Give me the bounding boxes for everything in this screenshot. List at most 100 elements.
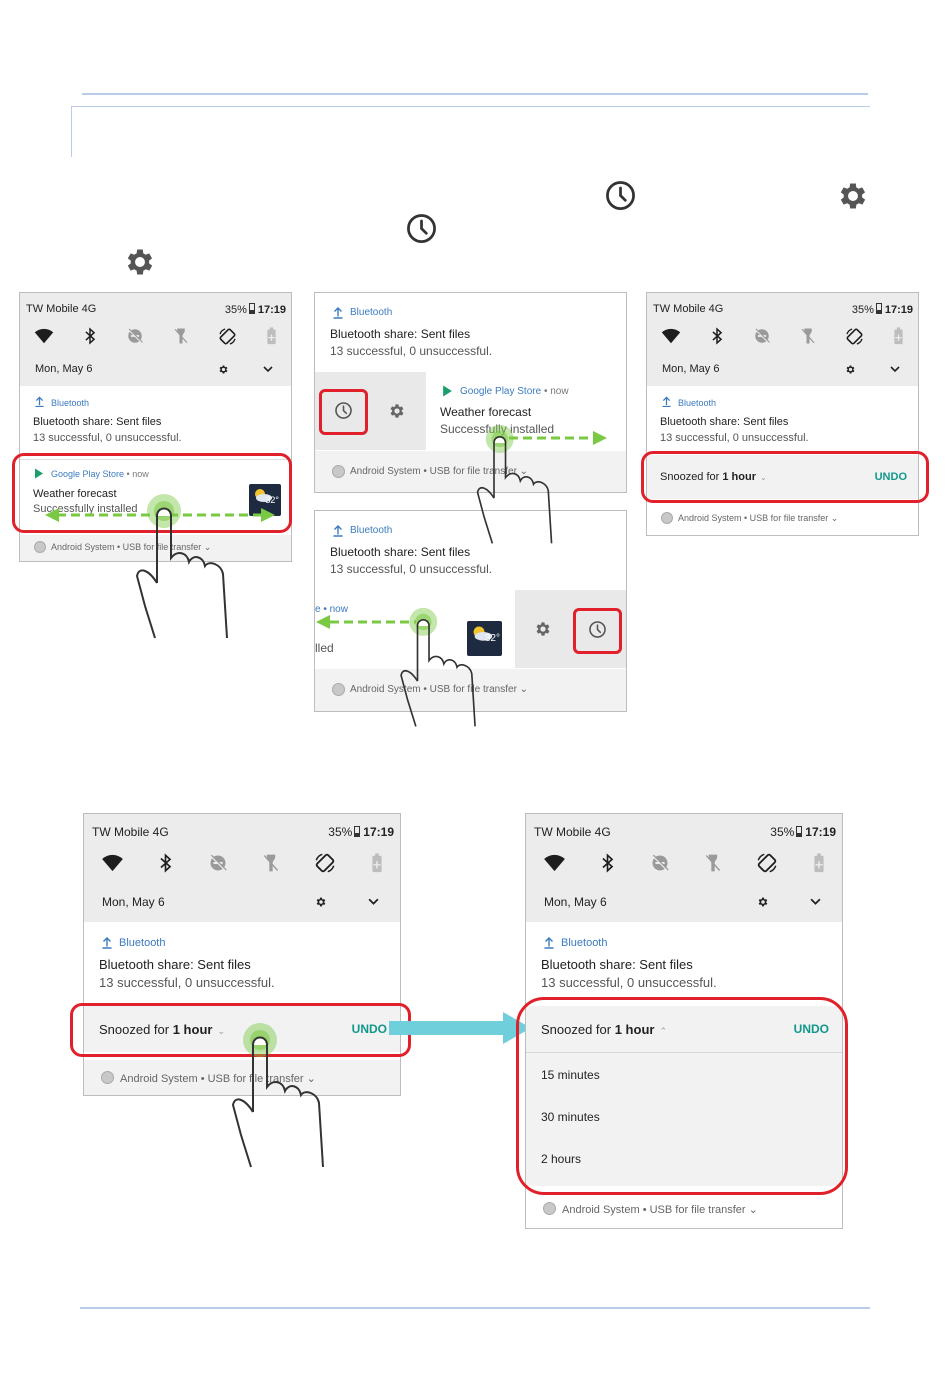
android-system-notification[interactable]: Android System • USB for file transfer ⌄ (647, 503, 918, 535)
snooze-text[interactable]: Snoozed for 1 hour⌃ (541, 1022, 667, 1037)
bluetooth-notification[interactable]: Bluetooth Bluetooth share: Sent files 13… (526, 923, 842, 998)
snooze-bar-expanded[interactable]: Snoozed for 1 hour⌃ UNDO (526, 1006, 842, 1053)
revealed-actions (515, 590, 626, 668)
revealed-actions (315, 372, 426, 450)
android-system-icon (34, 541, 46, 553)
gear-icon[interactable] (757, 896, 769, 908)
screen-snooze-tap: TW Mobile 4G 35%17:19 Mon, May 6 Bluetoo… (83, 813, 401, 1096)
bluetooth-icon[interactable] (83, 327, 97, 345)
gear-icon (127, 249, 153, 275)
bluetooth-notification[interactable]: Bluetooth Bluetooth share: Sent files 13… (315, 511, 626, 589)
battery-icon (248, 303, 255, 314)
play-store-notification-partial[interactable]: e • now lled 32° (315, 590, 515, 668)
notification-app-name: Bluetooth (350, 307, 393, 318)
bluetooth-notification[interactable]: Bluetooth Bluetooth share: Sent files 13… (315, 293, 626, 371)
dnd-icon[interactable] (753, 327, 771, 345)
undo-button[interactable]: UNDO (351, 1022, 387, 1036)
date-row: Mon, May 6 (647, 359, 918, 379)
chevron-down-icon[interactable] (890, 366, 900, 373)
wifi-icon[interactable] (101, 854, 124, 872)
android-system-notification[interactable]: Android System • USB for file transfer ⌄ (315, 451, 626, 492)
clock-time: 17:19 (257, 304, 286, 316)
wifi-icon[interactable] (661, 328, 681, 344)
hand-gesture-icon (476, 424, 553, 544)
android-system-notification[interactable]: Android System • USB for file transfer ⌄ (315, 669, 626, 711)
date-row: Mon, May 6 (526, 890, 842, 914)
snooze-option-label: 15 minutes (541, 1068, 600, 1082)
notification-time: • now (124, 469, 149, 479)
snooze-text[interactable]: Snoozed for 1 hour⌄ (99, 1022, 225, 1037)
flashlight-icon[interactable] (173, 327, 189, 345)
notification-app-name: Bluetooth (678, 398, 717, 408)
gear-icon[interactable] (845, 364, 856, 375)
swipe-arrow-right (495, 431, 607, 445)
bluetooth-icon[interactable] (600, 853, 615, 873)
upload-icon (333, 307, 343, 319)
auto-rotate-icon[interactable] (218, 327, 237, 346)
chevron-down-icon[interactable] (810, 898, 821, 906)
battery-saver-icon[interactable] (893, 327, 904, 345)
android-system-notification[interactable]: Android System • USB for file transfer ⌄ (526, 1193, 842, 1228)
bluetooth-icon[interactable] (158, 853, 173, 873)
snooze-option[interactable]: 15 minutes (526, 1053, 842, 1095)
battery-icon (796, 826, 803, 837)
chevron-down-icon[interactable] (263, 366, 273, 373)
status-right: 35%17:19 (770, 825, 836, 839)
notification-app-name: Google Play Store (51, 469, 125, 479)
snooze-bar[interactable]: Snoozed for 1 hour⌄ UNDO (647, 455, 918, 499)
dnd-icon[interactable] (208, 853, 228, 873)
notification-app-line: Google Play Store • now (460, 386, 569, 397)
date-row: Mon, May 6 (20, 359, 291, 379)
flashlight-icon[interactable] (800, 327, 816, 345)
gear-icon[interactable] (218, 364, 229, 375)
gear-icon[interactable] (315, 896, 327, 908)
bluetooth-notification[interactable]: Bluetooth Bluetooth share: Sent files 13… (647, 387, 918, 451)
quick-settings-icons (20, 326, 291, 346)
snooze-option[interactable]: 30 minutes (526, 1095, 842, 1137)
date-row: Mon, May 6 (84, 890, 400, 914)
quick-settings-icons (526, 852, 842, 874)
gear-icon[interactable] (534, 620, 552, 638)
screen-snoozed: TW Mobile 4G 35%17:19 Mon, May 6 Bluetoo… (646, 292, 919, 536)
quick-settings-icons (647, 326, 918, 346)
flashlight-icon[interactable] (262, 853, 280, 873)
notification-title: Bluetooth share: Sent files (33, 416, 162, 428)
android-system-label: Android System • USB for file transfer ⌄ (562, 1204, 758, 1216)
battery-saver-icon[interactable] (371, 853, 383, 873)
bluetooth-notification[interactable]: Bluetooth Bluetooth share: Sent files 13… (84, 923, 400, 998)
flow-arrow (389, 1012, 531, 1044)
snooze-bar[interactable]: Snoozed for 1 hour⌄ UNDO (84, 1006, 400, 1052)
clock-icon[interactable] (334, 401, 353, 420)
flashlight-icon[interactable] (704, 853, 722, 873)
chevron-down-icon[interactable] (368, 898, 379, 906)
bluetooth-notification[interactable]: Bluetooth Bluetooth share: Sent files 13… (20, 387, 291, 451)
android-system-label: Android System • USB for file transfer ⌄ (678, 513, 839, 523)
notification-body: 13 successful, 0 unsuccessful. (99, 975, 275, 990)
clock-icon[interactable] (588, 620, 607, 639)
notification-body: 13 successful, 0 unsuccessful. (330, 344, 493, 358)
gear-icon[interactable] (388, 402, 406, 420)
auto-rotate-icon[interactable] (314, 852, 336, 874)
dnd-icon[interactable] (126, 327, 144, 345)
notification-title: Weather forecast (33, 488, 117, 500)
battery-saver-icon[interactable] (266, 327, 277, 345)
wifi-icon[interactable] (34, 328, 54, 344)
auto-rotate-icon[interactable] (845, 327, 864, 346)
play-store-notification[interactable]: Google Play Store • now Weather forecast… (20, 459, 291, 532)
screen-reveal-snooze-left: Bluetooth Bluetooth share: Sent files 13… (314, 292, 627, 493)
wifi-icon[interactable] (543, 854, 566, 872)
dnd-icon[interactable] (650, 853, 670, 873)
android-system-notification[interactable]: Android System • USB for file transfer ⌄ (20, 535, 291, 561)
play-store-notification[interactable]: Google Play Store • now Weather forecast… (426, 372, 626, 450)
android-system-icon (543, 1202, 556, 1215)
battery-saver-icon[interactable] (813, 853, 825, 873)
undo-button[interactable]: UNDO (874, 471, 907, 483)
date-label: Mon, May 6 (662, 363, 720, 375)
undo-button[interactable]: UNDO (793, 1022, 829, 1036)
bluetooth-icon[interactable] (710, 327, 724, 345)
play-store-icon (35, 468, 43, 479)
auto-rotate-icon[interactable] (756, 852, 778, 874)
snooze-option[interactable]: 2 hours (526, 1137, 842, 1179)
notification-body: 13 successful, 0 unsuccessful. (330, 562, 493, 576)
snooze-text[interactable]: Snoozed for 1 hour⌄ (660, 471, 767, 483)
